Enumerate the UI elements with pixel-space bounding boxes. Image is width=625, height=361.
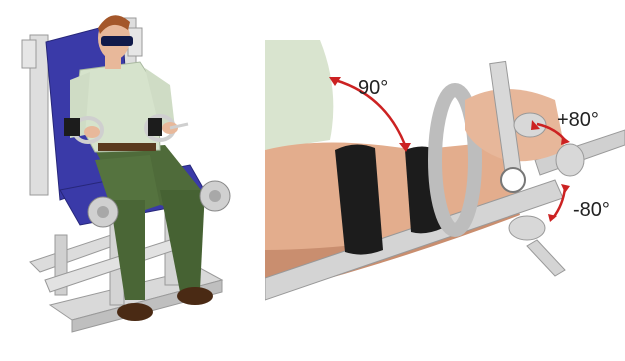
vr-goggles bbox=[101, 36, 133, 46]
right-forearm-strap bbox=[148, 118, 162, 136]
wrist-svg bbox=[265, 0, 625, 361]
elbow-angle-label: 90° bbox=[358, 78, 388, 98]
chair-svg bbox=[0, 0, 262, 361]
right-shoe bbox=[177, 287, 213, 305]
right-panel-wrist-closeup: 90° +80° -80° bbox=[265, 0, 625, 361]
left-panel-chair-illustration bbox=[0, 0, 262, 361]
wrist-positive-angle-label: +80° bbox=[557, 110, 599, 130]
belt bbox=[98, 143, 156, 151]
wrist-negative-angle-label: -80° bbox=[573, 200, 610, 220]
left-shoe bbox=[117, 303, 153, 321]
shirt-sleeve bbox=[265, 40, 333, 150]
left-forearm-strap bbox=[64, 118, 80, 136]
